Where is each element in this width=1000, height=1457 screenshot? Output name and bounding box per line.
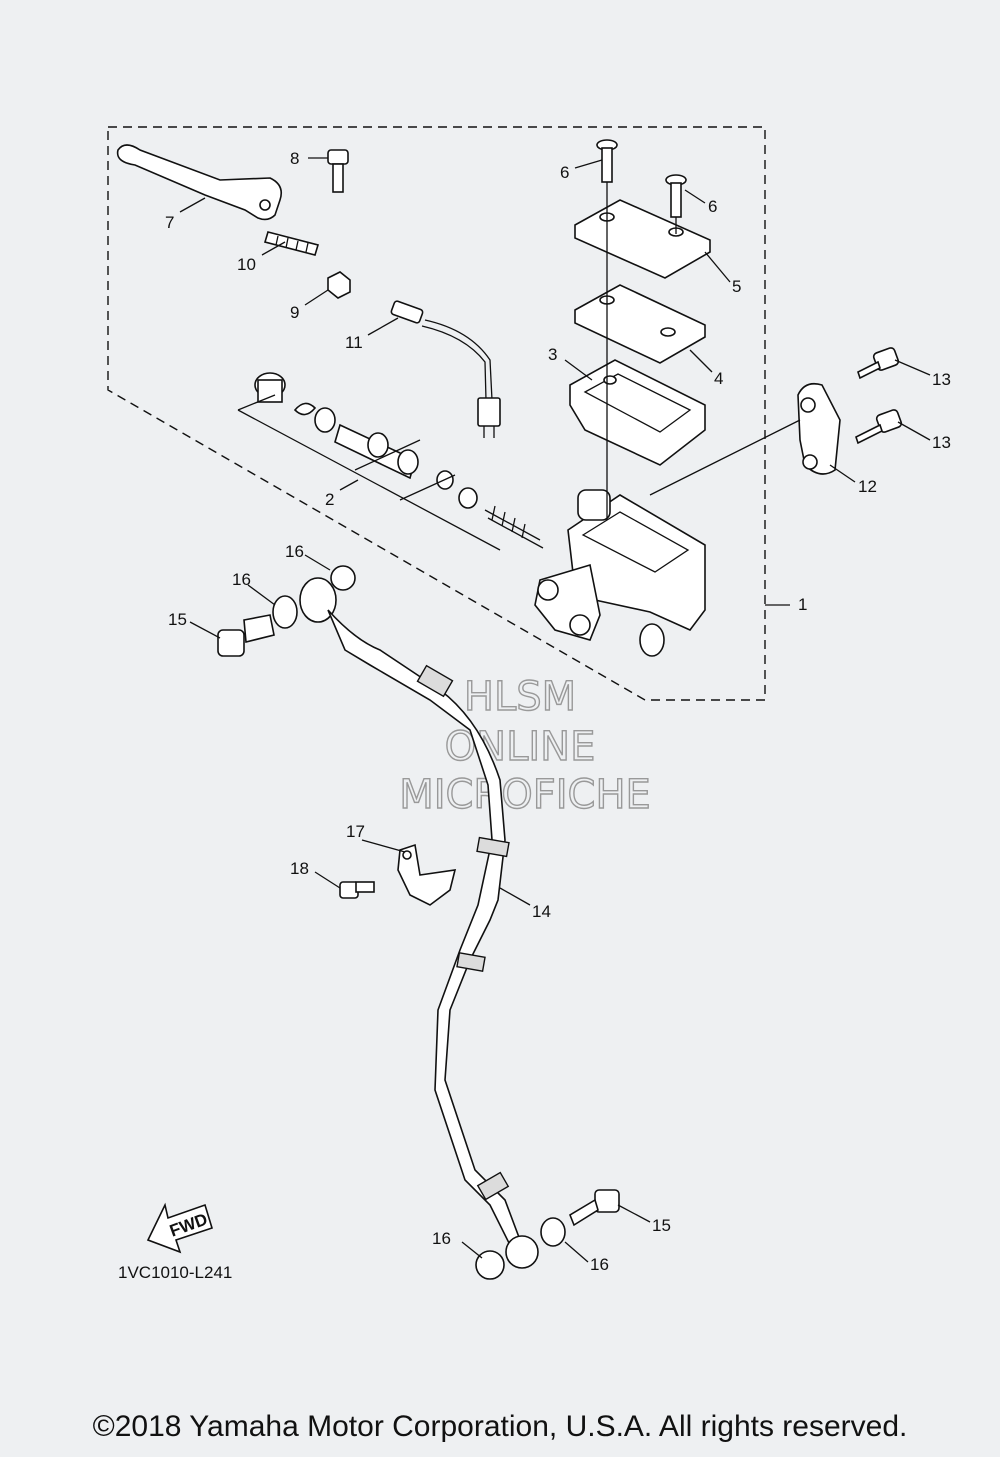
leader-piston-kit <box>237 394 501 551</box>
cap-screw-2 <box>665 174 687 218</box>
brake-hose <box>299 577 539 1269</box>
brake-lever <box>116 144 283 221</box>
callout-18: 18 <box>290 859 309 878</box>
callout-16b: 16 <box>285 542 304 561</box>
master-cylinder <box>534 489 706 657</box>
callout-13b: 13 <box>932 433 951 452</box>
callout-8: 8 <box>290 149 299 168</box>
reservoir-cap <box>574 199 711 279</box>
svg-text:MICROFICHE: MICROFICHE <box>399 772 651 818</box>
gasket-3 <box>475 1250 505 1280</box>
callout-13a: 13 <box>932 370 951 389</box>
brake-switch <box>390 300 501 438</box>
leader-lines <box>179 157 931 1263</box>
watermark: HLSM ONLINE MICROFICHE <box>398 673 651 818</box>
leader-cap-axis <box>606 182 677 520</box>
callout-4: 4 <box>714 369 723 388</box>
assembly-boundary <box>107 126 766 701</box>
diagram-code: 1VC1010-L241 <box>118 1263 232 1282</box>
callout-9: 9 <box>290 303 299 322</box>
lever-nut <box>327 271 351 299</box>
svg-text:ONLINE: ONLINE <box>445 724 596 770</box>
adjuster-screw <box>263 231 320 256</box>
gasket-4 <box>540 1217 566 1247</box>
copyright-notice: ©2018 Yamaha Motor Corporation, U.S.A. A… <box>92 1410 908 1443</box>
callout-6a: 6 <box>560 163 569 182</box>
callout-17: 17 <box>346 822 365 841</box>
cap-screw-1 <box>596 139 618 183</box>
callout-15a: 15 <box>168 610 187 629</box>
callout-16c: 16 <box>432 1229 451 1248</box>
callout-1: 1 <box>798 595 807 614</box>
holder-bolt-2 <box>855 409 903 445</box>
holder-bolt-1 <box>857 347 900 380</box>
gasket-1 <box>272 595 298 629</box>
callout-3: 3 <box>548 345 557 364</box>
callout-15b: 15 <box>652 1216 671 1235</box>
union-bolt-top <box>217 614 275 657</box>
diaphragm <box>569 359 706 466</box>
hose-guide <box>397 843 457 906</box>
callout-7: 7 <box>165 213 174 232</box>
callout-2: 2 <box>325 490 334 509</box>
piston-kit <box>254 372 544 549</box>
leader-holder <box>649 419 801 496</box>
master-cylinder-holder <box>797 382 841 475</box>
fwd-arrow: FWD <box>146 1202 213 1254</box>
callout-14: 14 <box>532 902 551 921</box>
callout-12: 12 <box>858 477 877 496</box>
cap-plate <box>574 284 706 364</box>
guide-bolt <box>339 881 375 899</box>
callout-6b: 6 <box>708 197 717 216</box>
callout-5: 5 <box>732 277 741 296</box>
callout-16a: 16 <box>232 570 251 589</box>
callout-16d: 16 <box>590 1255 609 1274</box>
union-bolt-bottom <box>569 1189 620 1227</box>
pivot-bolt <box>327 149 349 193</box>
gasket-2 <box>330 565 356 591</box>
callout-10: 10 <box>237 255 256 274</box>
svg-text:HLSM: HLSM <box>464 674 576 720</box>
callout-11: 11 <box>345 333 363 352</box>
